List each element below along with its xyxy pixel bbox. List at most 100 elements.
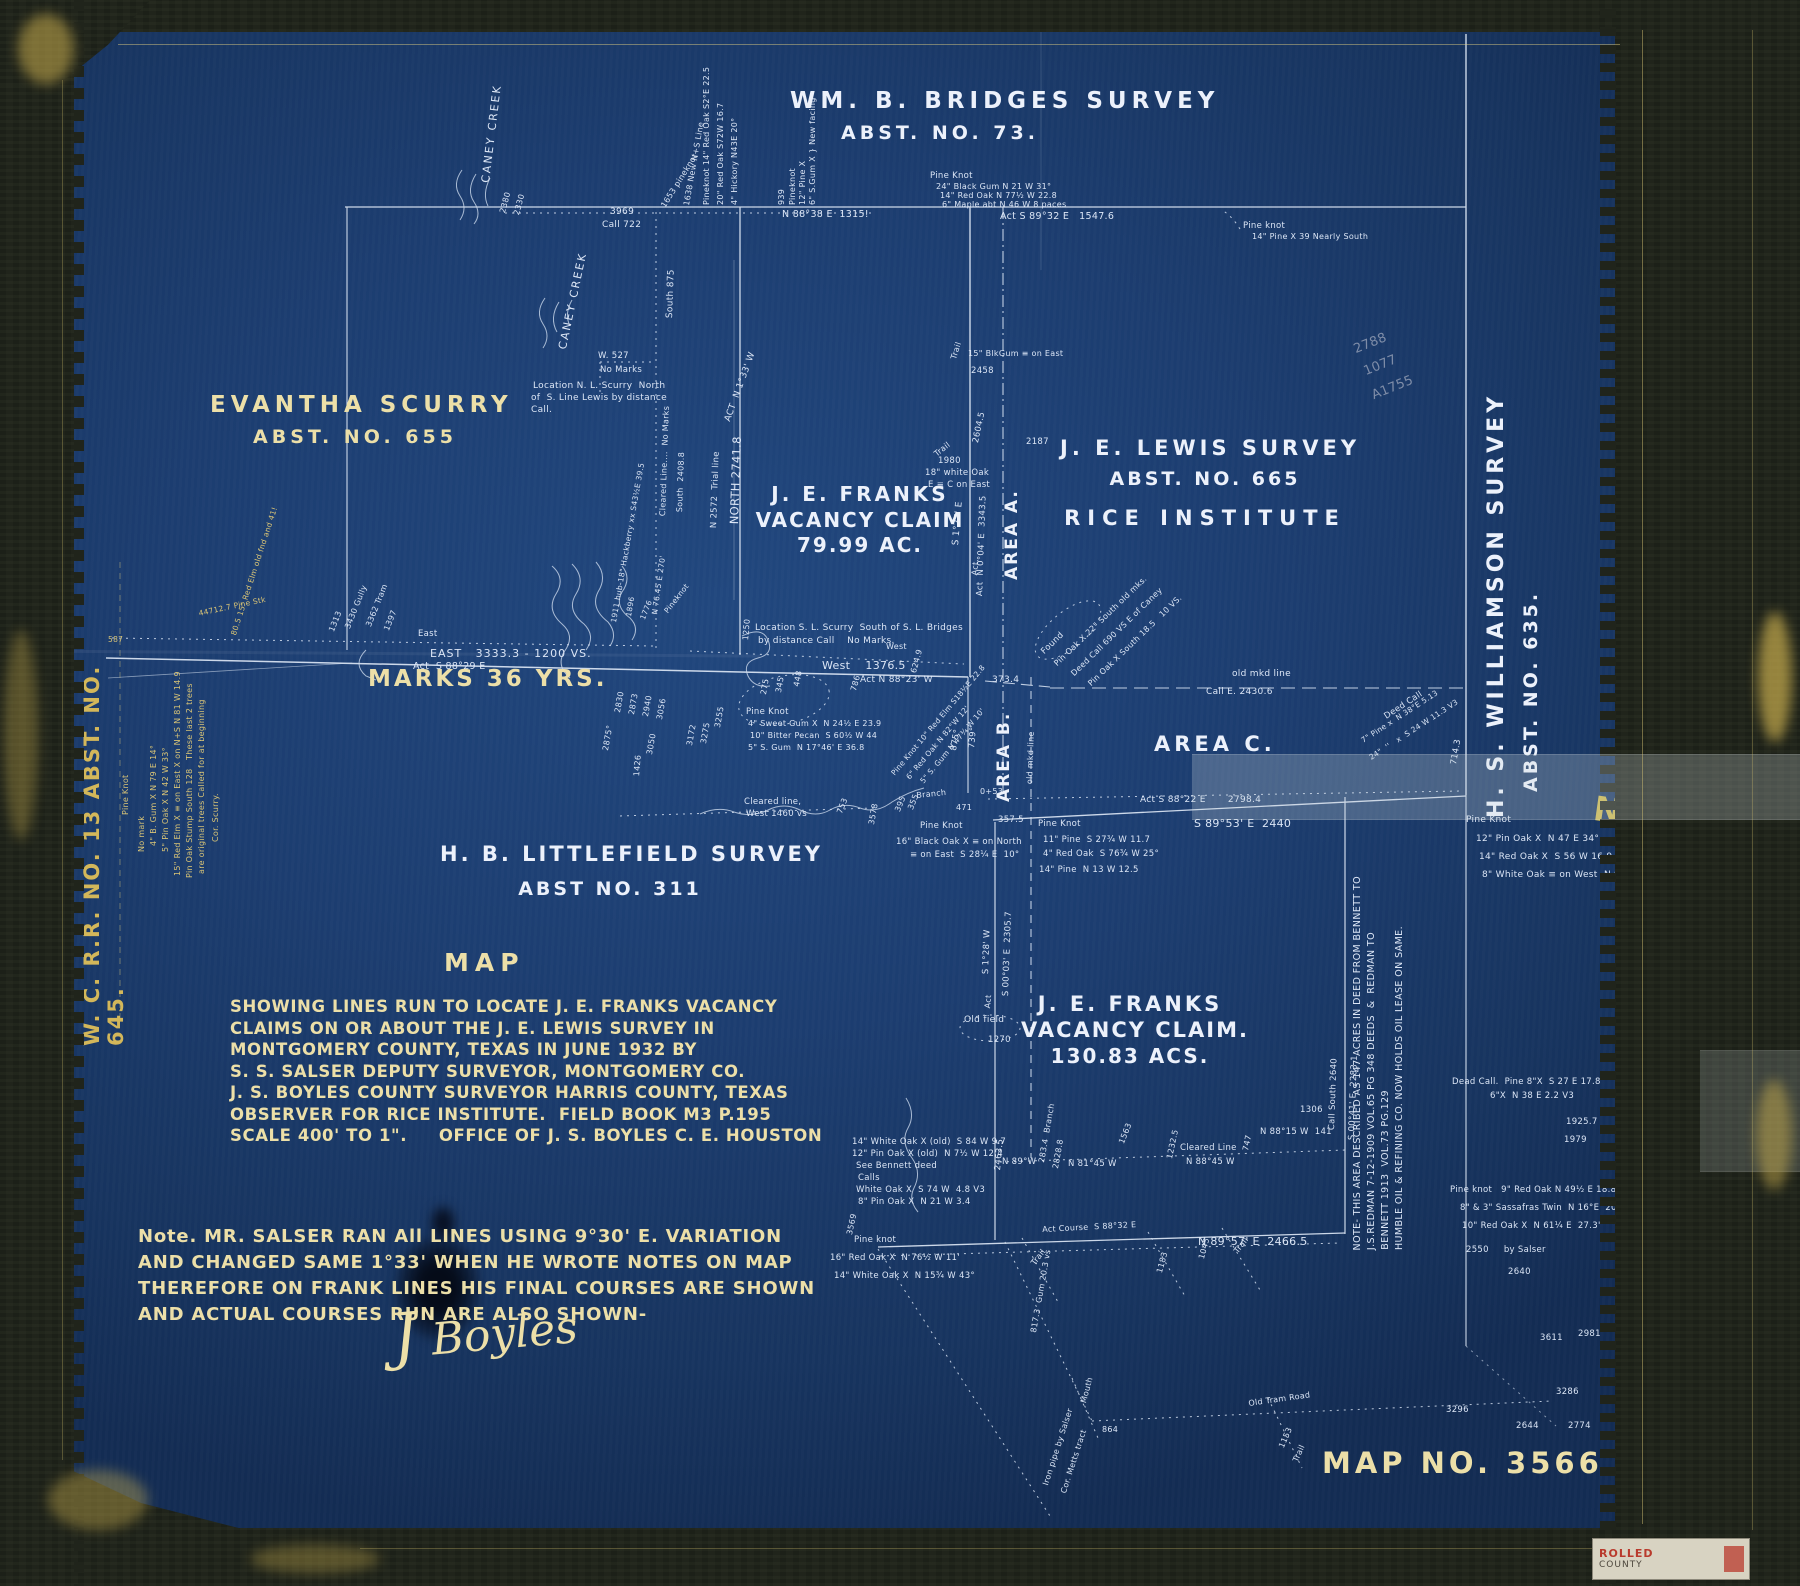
map-annotation: CANEY CREEK	[556, 250, 590, 351]
map-annotation: 12" Pin Oak X (old) N 7½ W 12.4	[852, 1149, 1003, 1159]
label-area-b: AREA B.	[994, 711, 1014, 802]
creeks	[358, 169, 925, 1213]
map-annotation: West 1376.5	[822, 659, 906, 672]
map-annotation: 3578	[867, 802, 880, 826]
map-annotation: 16" Black Oak X ≡ on North	[896, 837, 1022, 847]
map-annotation: Pine Knot	[1466, 815, 1512, 825]
edge-rule-top	[118, 44, 1620, 45]
map-annotation: Pin Oak Stump South 128 These last 2 tre…	[185, 683, 194, 878]
map-annotation: 8" & 3" Sassafras Twin N 16°E 20'	[1460, 1203, 1620, 1213]
title-franks-claim1-type: VACANCY CLAIM	[755, 508, 965, 532]
map-annotation: 395	[893, 794, 908, 813]
salser-note-block: Note. MR. SALSER RAN All LINES USING 9°3…	[138, 1224, 815, 1328]
stamp-line2: COUNTY	[1599, 1560, 1643, 1570]
map-annotation: S 89°53' E 2440	[1194, 817, 1292, 830]
archive-stamp: ROLLED COUNTY	[1592, 1538, 1750, 1580]
map-annotation: 5" Pin Oak X N 42 W 33°	[161, 747, 170, 852]
map-annotation: 2875°	[601, 724, 615, 752]
bennett-line: NOTE- THIS AREA DESCRIBED AS 147 ACRES I…	[1352, 875, 1363, 1250]
title-franks-claim1-acres: 79.99 AC.	[797, 533, 923, 557]
map-annotation: 44712.7 Pine Stk	[197, 594, 267, 618]
map-annotation: 275	[759, 677, 771, 696]
yellowed-edge	[1756, 1080, 1792, 1190]
map-annotation: 1077	[1361, 352, 1400, 379]
map-annotation: 1270	[988, 1035, 1011, 1045]
map-annotation: 3255	[713, 705, 726, 729]
label-marks-36yrs: MARKS 36 YRS.	[368, 666, 608, 692]
yellowed-edge	[4, 630, 38, 840]
map-block-line: J. S. BOYLES COUNTY SURVEYOR HARRIS COUN…	[230, 1083, 789, 1102]
map-block-line: OBSERVER FOR RICE INSTITUTE. FIELD BOOK …	[230, 1104, 772, 1124]
edge-rule-right2	[1752, 30, 1753, 1530]
map-annotation: 15" Red Elm X ≡ on East X on N+S N 81 W …	[173, 671, 182, 876]
map-annotation: 2830	[613, 690, 626, 714]
map-annotation: 4" B. Gum X N 79 E 14°	[149, 744, 158, 846]
map-annotation: N 88°45 W	[1186, 1157, 1235, 1167]
fold-crease	[1040, 30, 1042, 270]
yellowed-edge	[250, 1545, 380, 1573]
title-franks-claim2-type: VACANCY CLAIM.	[1021, 1018, 1249, 1042]
map-annotation: No Marks	[600, 365, 643, 375]
map-annotation: ≡ on East S 28¼ E 10°	[910, 850, 1020, 860]
map-annotation: ACT N 1°33' W	[723, 350, 758, 424]
map-annotation: 14" White Oak X (old) S 84 W 9.7	[852, 1137, 1007, 1147]
map-block-line: CLAIMS ON OR ABOUT THE J. E. LEWIS SURVE…	[230, 1018, 715, 1038]
map-annotation: S 1°28' W	[981, 929, 993, 975]
map-annotation: 2458	[971, 366, 994, 376]
map-annotation: Old field	[964, 1015, 1005, 1025]
stamp-mark	[1724, 1546, 1744, 1572]
map-annotation: 12" Pin Oak X N 47 E 34°	[1476, 834, 1600, 844]
map-annotation: 3569	[845, 1212, 859, 1236]
map-annotation: 0+53	[980, 787, 1004, 796]
map-annotation: 8" Pin Oak X N 21 W 3.4	[858, 1197, 971, 1207]
map-annotation: 2981	[1578, 1329, 1601, 1339]
title-rice-institute: RICE INSTITUTE	[1064, 506, 1346, 530]
map-annotation: EAST 3333.3 - 1200 VS.	[430, 647, 592, 660]
map-annotation: Branch	[915, 787, 947, 800]
map-annotation: Cleared Line.... No Marks	[658, 405, 671, 517]
map-annotation: 18" white Oak	[925, 468, 990, 478]
map-annotation: 753	[835, 796, 850, 815]
map-annotation: 864	[1102, 1425, 1119, 1434]
label-wcrr-abstract: W. C. R.R. NO. 13 ABST. NO. 645.	[80, 664, 128, 1046]
bennett-line: BENNETT 1913 VOL.73 PG.129	[1380, 1090, 1391, 1250]
map-annotation: 2640	[1508, 1267, 1531, 1277]
map-annotation: No mark	[137, 815, 146, 852]
map-annotation: 2873	[627, 692, 640, 716]
map-annotation: Act S 88°22 E 2798.4	[1140, 795, 1262, 805]
map-annotation: See Bennett deed	[856, 1161, 938, 1171]
map-annotation: Call 722	[602, 220, 642, 230]
edge-rule-bottom	[360, 1548, 1600, 1549]
map-annotation: 3275	[699, 721, 712, 745]
map-annotation: South 2408.8	[675, 451, 687, 513]
map-annotation: Trail	[949, 340, 964, 361]
torn-edge-right	[1600, 0, 1616, 1586]
label-area-a: AREA A.	[1002, 489, 1022, 580]
map-annotation: 747	[1241, 1133, 1254, 1152]
map-annotation: Act N 88°23' W	[860, 675, 933, 685]
dotted-n89w	[999, 1149, 1346, 1163]
title-lewis-abstract: ABST. NO. 665	[1109, 468, 1301, 490]
map-annotation: 2550 by Salser	[1466, 1245, 1546, 1255]
map-annotation: 3056	[655, 697, 668, 721]
map-annotation: 14" White Oak X N 15¾ W 43°	[834, 1271, 975, 1281]
map-annotation: CANEY CREEK	[479, 83, 504, 184]
map-annotation: N 88°38 E 1315!	[782, 209, 869, 220]
map-annotation: Mouth	[1079, 1376, 1095, 1405]
map-annotation: 2774	[1568, 1421, 1591, 1431]
map-annotation: 14" Red Oak X S 56 W 16.9	[1479, 852, 1613, 862]
map-annotation: 1980	[938, 456, 961, 466]
map-annotation: 1426	[632, 754, 643, 777]
title-franks-claim2-acres: 130.83 ACS.	[1050, 1044, 1210, 1068]
map-annotation: Pin Oak X 22" South old mks.	[1052, 574, 1149, 668]
map-annotation: 2788	[1351, 330, 1390, 357]
trail-4	[1267, 1397, 1303, 1469]
map-annotation: 1979	[1564, 1135, 1587, 1145]
dotted-w527	[599, 361, 656, 392]
map-annotation: Pine knot 9" Red Oak N 49½ E 18.8	[1450, 1185, 1617, 1195]
map-annotation: 357.5	[998, 815, 1024, 825]
title-bridges-survey: WM. B. BRIDGES SURVEY	[790, 88, 1220, 114]
map-annotation: 624.9	[909, 648, 925, 675]
title-littlefield-survey: H. B. LITTLEFIELD SURVEY	[440, 842, 823, 866]
